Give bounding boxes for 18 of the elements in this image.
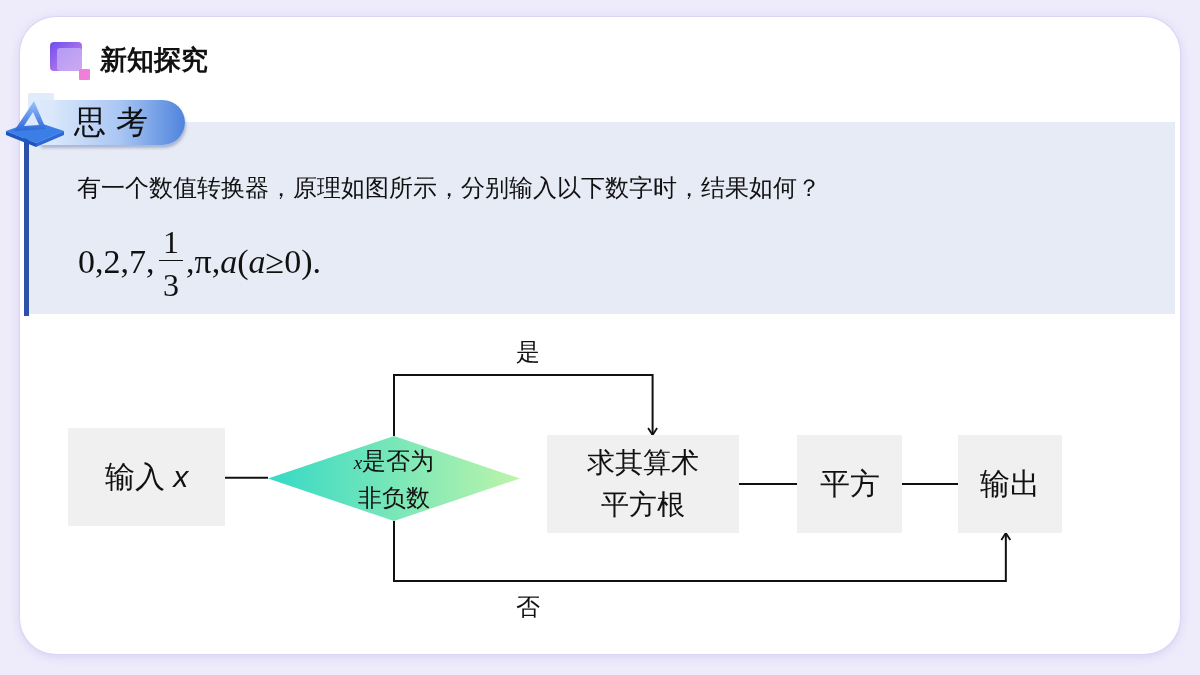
fraction-numerator: 1 xyxy=(159,225,183,261)
question-text: 有一个数值转换器，原理如图所示，分别输入以下数字时，结果如何？ xyxy=(77,173,821,203)
math-text: ,π,a(a≥0). xyxy=(186,242,321,282)
process-box: 输出 xyxy=(958,435,1062,533)
connector-arrow xyxy=(393,520,1012,582)
process-box: 求其算术平方根 xyxy=(547,435,739,533)
page-title: 新知探究 xyxy=(100,44,208,77)
edge-label: 是 xyxy=(515,337,541,367)
decision-diamond: x是否为非负数 xyxy=(268,436,520,521)
fraction-denominator: 3 xyxy=(162,268,180,303)
math-text: 0,2,7, xyxy=(78,242,155,282)
connector-line xyxy=(224,476,269,479)
connector-arrow xyxy=(393,374,658,437)
edge-label: 否 xyxy=(515,592,541,622)
process-box: 平方 xyxy=(797,435,902,533)
connector-line xyxy=(738,483,798,485)
process-box: 输入 x xyxy=(68,428,225,526)
connector-line xyxy=(901,483,959,485)
